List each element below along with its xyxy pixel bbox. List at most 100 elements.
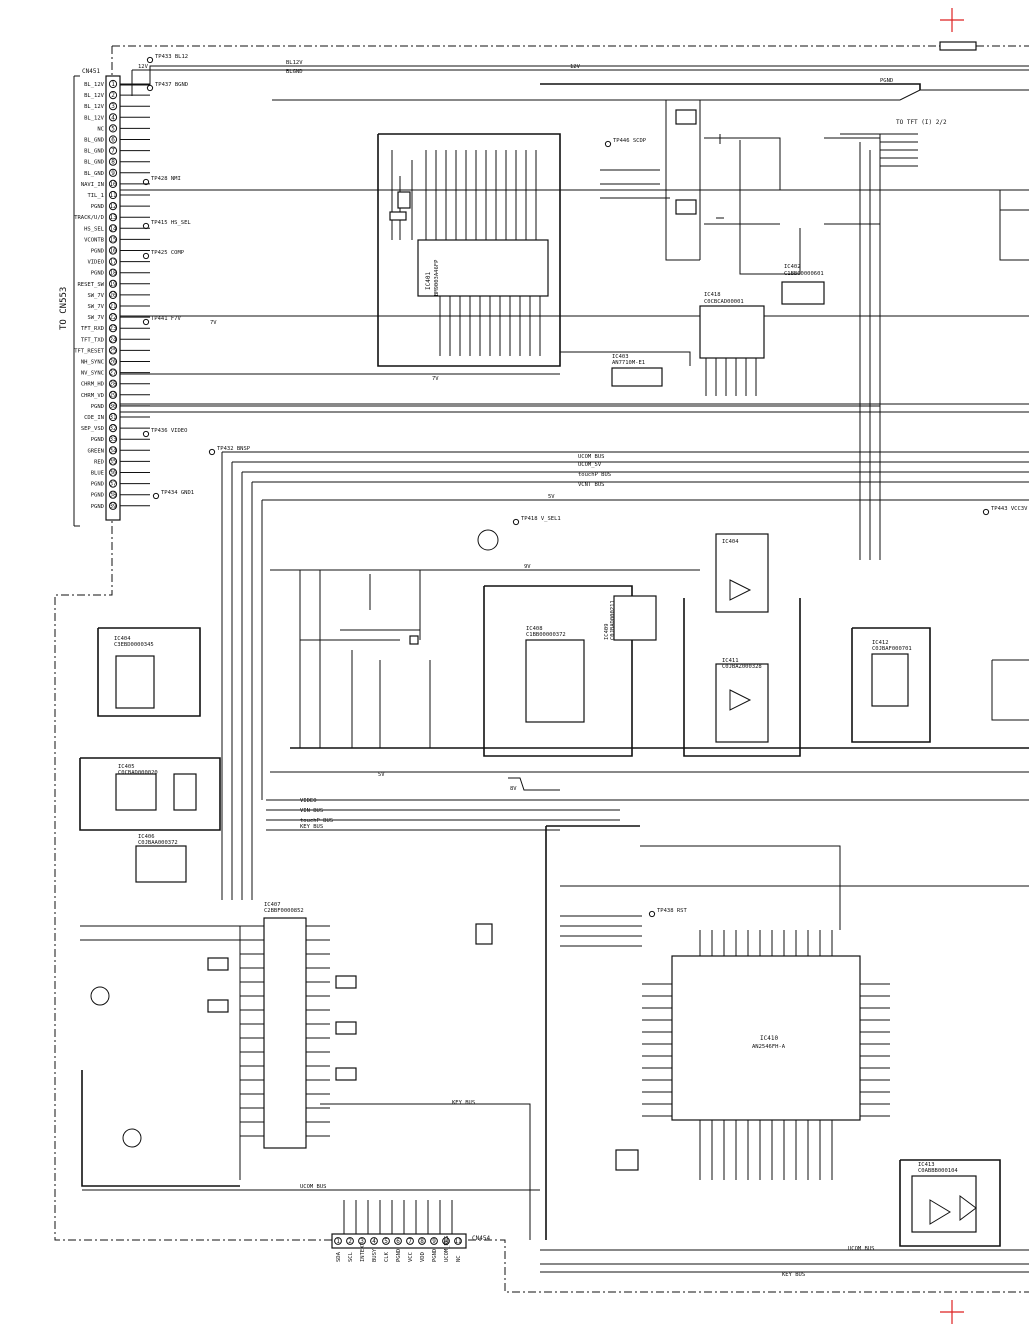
ic412-block: IC412 C0JBAF000701 xyxy=(851,627,931,743)
connector-pin-label: BL_12V xyxy=(84,93,105,99)
connector-pin-number: 25 xyxy=(109,347,117,354)
ic403-name: IC403 xyxy=(612,354,629,360)
net-ucom-bus-2: UCOM BUS xyxy=(300,1184,327,1190)
tft-arrows xyxy=(840,133,918,560)
net-12v-top2: 12V xyxy=(570,64,581,70)
ic402-name: IC402 xyxy=(784,264,801,270)
ic401-name: IC401 xyxy=(425,272,432,290)
connector-pin-label: BL_GND xyxy=(84,171,104,177)
net-key-bus-2: KEY BUS xyxy=(782,1272,805,1278)
connector-pin-number: 14 xyxy=(109,225,117,232)
ic412-part: C0JBAF000701 xyxy=(872,646,912,652)
bottom-pin-circle xyxy=(370,1237,378,1245)
connector-pin-number: 9 xyxy=(111,170,115,177)
connector-bracket xyxy=(73,75,80,527)
connector-pin-number: 2 xyxy=(111,92,115,99)
net-ucom-bus-3: UCOM BUS xyxy=(848,1246,875,1252)
test-point-label: TP441 F7V xyxy=(151,316,181,322)
ic418-name: IC418 xyxy=(704,292,721,298)
connector-pin: 9 BL_GND xyxy=(84,168,150,177)
net-bl12v: BL12V xyxy=(286,60,303,66)
connector-pin-number: 6 xyxy=(111,137,115,144)
connector-pin: 2 BL_12V xyxy=(84,91,150,100)
test-point: TP425 COMP xyxy=(142,250,185,260)
ic402-part: C1BB00000601 xyxy=(784,271,824,277)
test-point-label: TP437 BGND xyxy=(155,82,188,88)
connector-pin-number: 28 xyxy=(109,381,117,388)
connector-pin-label: PGND xyxy=(91,493,104,499)
test-point-label: TP436 VIDEO xyxy=(151,428,187,434)
net-key-bus-3: KEY BUS xyxy=(452,1100,475,1106)
ic406-name: IC406 xyxy=(138,834,155,840)
net-video: VIDEO xyxy=(300,798,317,804)
net-5v-2: 5V xyxy=(378,772,385,778)
connector-pin: 7BL_GND xyxy=(84,146,150,155)
bottom-pin-circle xyxy=(382,1237,390,1245)
ic411-part: C0JBAZ000328 xyxy=(722,664,762,670)
test-point-label: TP433 BL12 xyxy=(155,54,188,60)
test-point: TP446 SCDP xyxy=(604,138,647,148)
test-point-label: TP418 V_SEL1 xyxy=(521,516,561,522)
connector-pin-label: CHRM_VD xyxy=(81,393,104,399)
net-key-bus: KEY BUS xyxy=(300,824,323,830)
lower-buses: UCOM BUS UCOM BUS KEY BUS KEY BUS xyxy=(82,1100,1029,1278)
connector-pin-label: VIDEO xyxy=(87,260,104,266)
connector-pin-number: 22 xyxy=(109,314,117,321)
mid-buses: UCOM BUS UCOM_5V touchP BUS VCNT BUS 5V … xyxy=(221,451,1029,900)
connector-pin-number: 17 xyxy=(109,259,117,266)
ic413-name: IC413 xyxy=(918,1162,935,1168)
bottom-pin-label: UCOM_RES xyxy=(444,1236,450,1263)
bottom-pin-label: INTEXT xyxy=(360,1241,366,1262)
connector-pin-number: 36 xyxy=(109,470,117,477)
connector-pin-number: 19 xyxy=(109,281,117,288)
crop-mark-bottom xyxy=(940,1300,964,1324)
test-point: TP437 BGND xyxy=(146,82,188,92)
connector-pin-label: TRACK/U/D xyxy=(74,215,104,221)
test-point-label: TP443 VCC3V xyxy=(991,506,1028,512)
bottom-pin-label: NC xyxy=(456,1255,462,1262)
connector-pin: 17 VIDEO xyxy=(87,257,150,266)
connector-pin-number: 16 xyxy=(109,248,117,255)
ic408-block: IC408 C1BB00000372 xyxy=(483,585,633,757)
connector-pin-label: PGND xyxy=(91,271,104,277)
ic405-block: IC405 C0CBAD000020 xyxy=(79,757,221,831)
ic401-block: IC401 BM9003A46FP xyxy=(377,133,561,367)
connector-pin-label: PGND xyxy=(91,437,104,443)
bottom-pin-number: 2 xyxy=(348,1238,352,1245)
test-point: TP434 GND1 xyxy=(152,490,194,500)
ic405-name: IC405 xyxy=(118,764,135,770)
connector-pin-number: 12 xyxy=(109,203,117,210)
ic418-block: IC418 C0CBCAD00001 xyxy=(699,292,765,396)
connector-pin-label: PGND xyxy=(91,504,104,510)
connector-title: TO CN553 xyxy=(59,287,69,330)
connector-pin-label: TIL_1 xyxy=(87,193,104,199)
ic407-block: IC407 C2BBF0000852 xyxy=(80,902,493,1187)
connector-pin-number: 27 xyxy=(109,370,117,377)
bottom-pin-circle xyxy=(454,1237,462,1245)
bottom-pin-number: 4 xyxy=(372,1238,376,1245)
connector-pin-number: 7 xyxy=(111,148,115,155)
connector-pin-number: 18 xyxy=(109,270,117,277)
ic406-part: C0JBAA000372 xyxy=(138,840,178,846)
bottom-pin-label: PGND xyxy=(396,1249,402,1262)
transistor-cluster xyxy=(299,529,499,748)
bottom-pin-number: 8 xyxy=(420,1238,424,1245)
connector-pin-label: VCONTB xyxy=(84,237,105,243)
connector-pin-label: NC xyxy=(97,126,104,132)
bottom-pin-label: BUSY xyxy=(372,1248,378,1262)
connector-pin-number: 23 xyxy=(109,325,117,332)
connector-pin-number: 21 xyxy=(109,303,117,310)
connector-pin-label: NV_SYNC xyxy=(81,371,104,377)
ic404-name: IC404 xyxy=(114,636,131,642)
connector-pin-number: 29 xyxy=(109,392,117,399)
right-edge-block xyxy=(999,190,1029,261)
